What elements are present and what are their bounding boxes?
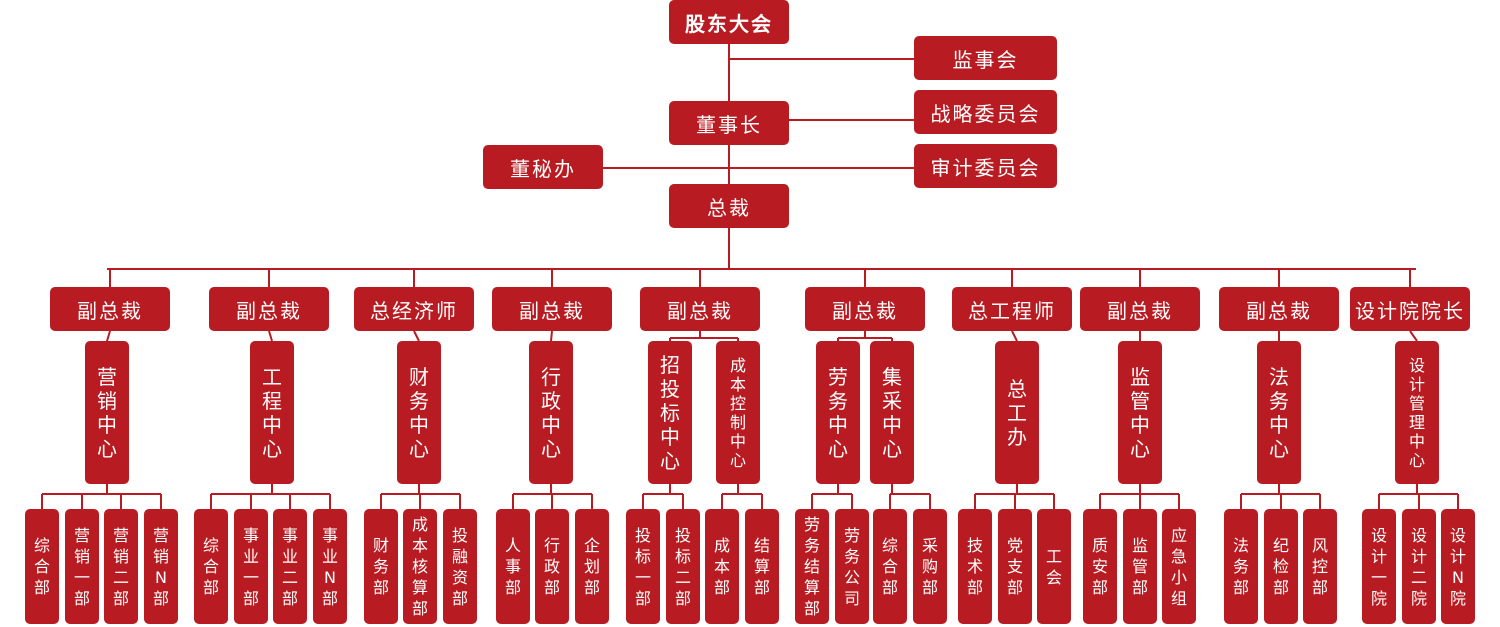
node-center: 总工办 <box>995 341 1039 484</box>
node-center: 监管中心 <box>1118 341 1162 484</box>
connector-line <box>550 330 553 342</box>
node-department: 技术部 <box>958 509 992 624</box>
node-department: 财务部 <box>364 509 398 624</box>
node-department: 结算部 <box>745 509 779 624</box>
node-center: 法务中心 <box>1257 341 1301 484</box>
node-supervisory-board: 监事会 <box>914 36 1057 80</box>
node-executive: 副总裁 <box>209 287 329 331</box>
node-executive: 总经济师 <box>354 287 474 331</box>
node-center: 工程中心 <box>250 341 294 484</box>
connector-line <box>106 330 111 342</box>
node-department: 事业二部 <box>273 509 307 624</box>
node-executive: 总工程师 <box>952 287 1072 331</box>
node-department: 质安部 <box>1083 509 1117 624</box>
node-department: 综合部 <box>873 509 907 624</box>
node-executive: 副总裁 <box>50 287 170 331</box>
node-executive: 副总裁 <box>1080 287 1200 331</box>
node-department: 营销一部 <box>65 509 99 624</box>
node-chairman: 董事长 <box>669 101 789 145</box>
connector-line <box>268 330 273 342</box>
node-department: 设计一院 <box>1362 509 1396 624</box>
node-department: 纪检部 <box>1264 509 1298 624</box>
node-department: 投标一部 <box>626 509 660 624</box>
node-department: 风控部 <box>1303 509 1337 624</box>
node-department: 党支部 <box>998 509 1032 624</box>
node-center: 设计管理中心 <box>1395 341 1439 484</box>
node-department: 设计二院 <box>1402 509 1436 624</box>
node-shareholders: 股东大会 <box>669 0 789 44</box>
node-center: 劳务中心 <box>816 341 860 484</box>
node-department: 企划部 <box>575 509 609 624</box>
node-executive: 设计院院长 <box>1350 287 1470 331</box>
node-department: 人事部 <box>496 509 530 624</box>
node-department: 综合部 <box>25 509 59 624</box>
node-president: 总裁 <box>669 184 789 228</box>
connector-line <box>413 330 420 342</box>
node-department: 事业N部 <box>313 509 347 624</box>
node-board-secretary-office: 董秘办 <box>483 145 603 189</box>
node-department: 法务部 <box>1224 509 1258 624</box>
connector-line <box>1011 330 1018 342</box>
node-department: 综合部 <box>194 509 228 624</box>
node-department: 成本核算部 <box>403 509 437 624</box>
node-center: 成本控制中心 <box>716 341 760 484</box>
node-department: 投标二部 <box>666 509 700 624</box>
node-executive: 副总裁 <box>1219 287 1339 331</box>
node-department: 劳务结算部 <box>795 509 829 624</box>
node-department: 劳务公司 <box>835 509 869 624</box>
node-department: 成本部 <box>705 509 739 624</box>
node-department: 营销N部 <box>144 509 178 624</box>
node-department: 投融资部 <box>443 509 477 624</box>
node-department: 采购部 <box>913 509 947 624</box>
node-audit-committee: 审计委员会 <box>914 144 1057 188</box>
node-center: 营销中心 <box>85 341 129 484</box>
node-center: 财务中心 <box>397 341 441 484</box>
node-department: 工会 <box>1037 509 1071 624</box>
node-department: 营销二部 <box>104 509 138 624</box>
node-department: 事业一部 <box>234 509 268 624</box>
connector-line <box>1409 330 1418 342</box>
node-department: 行政部 <box>535 509 569 624</box>
node-center: 行政中心 <box>529 341 573 484</box>
node-department: 监管部 <box>1123 509 1157 624</box>
node-department: 设计N院 <box>1441 509 1475 624</box>
node-strategy-committee: 战略委员会 <box>914 90 1057 134</box>
node-executive: 副总裁 <box>805 287 925 331</box>
node-department: 应急小组 <box>1162 509 1196 624</box>
node-center: 集采中心 <box>870 341 914 484</box>
node-center: 招投标中心 <box>648 341 692 484</box>
node-executive: 副总裁 <box>492 287 612 331</box>
node-executive: 副总裁 <box>640 287 760 331</box>
